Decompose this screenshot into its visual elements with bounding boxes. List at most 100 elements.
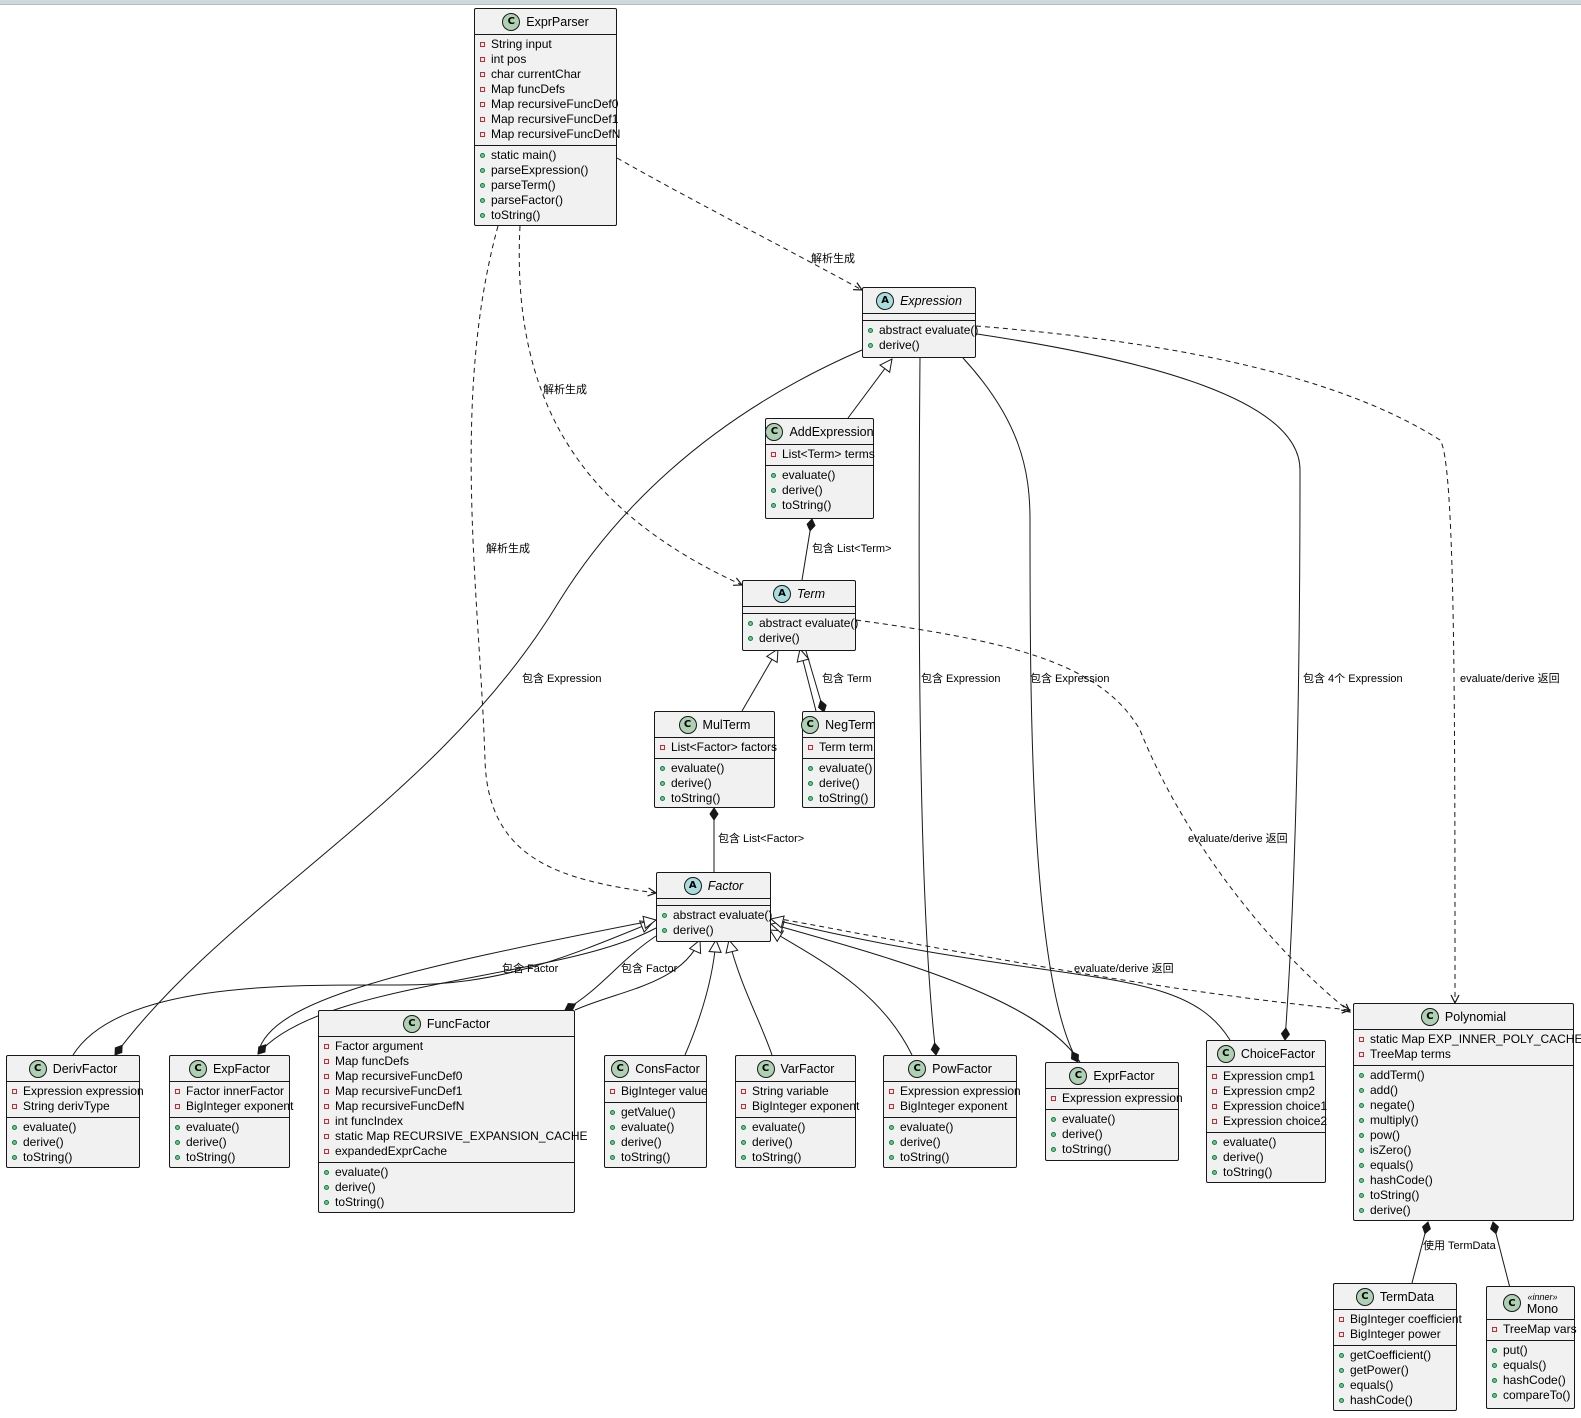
label-term-returns: evaluate/derive 返回	[1188, 833, 1288, 845]
method-text: derive()	[671, 776, 712, 790]
field-row: static Map EXP_INNER_POLY_CACHE	[1359, 1032, 1581, 1047]
private-field-icon	[480, 57, 485, 62]
class-icon: C	[678, 715, 697, 734]
dep-factor-polynomial	[774, 917, 1350, 1010]
class-name: Mono	[1526, 1302, 1559, 1316]
private-field-icon	[480, 102, 485, 107]
field-row: String derivType	[12, 1099, 134, 1114]
method-text: getValue()	[621, 1105, 676, 1119]
class-icon: C	[1069, 1066, 1088, 1085]
method-text: negate()	[1370, 1098, 1415, 1112]
method-row: hashCode()	[1492, 1373, 1569, 1388]
public-method-icon	[324, 1200, 329, 1205]
field-text: int funcIndex	[335, 1114, 404, 1128]
label-pow-contains-expression: 包含 Expression	[921, 673, 1001, 685]
field-row: int funcIndex	[324, 1114, 569, 1129]
method-text: evaluate()	[752, 1120, 806, 1134]
method-row: derive()	[324, 1180, 569, 1195]
public-method-icon	[610, 1155, 615, 1160]
abstract-class-icon: A	[683, 876, 702, 895]
method-row: derive()	[771, 483, 868, 498]
private-field-icon	[12, 1104, 17, 1109]
public-method-icon	[610, 1125, 615, 1130]
private-field-icon	[324, 1149, 329, 1154]
method-text: parseTerm()	[491, 178, 556, 192]
private-field-icon	[1212, 1089, 1217, 1094]
method-row: pow()	[1359, 1128, 1568, 1143]
method-text: derive()	[819, 776, 860, 790]
comp-derivfactor-expression	[114, 349, 863, 1056]
field-row: Map recursiveFuncDef0	[480, 97, 618, 112]
methods-section: getValue()evaluate()derive()toString()	[605, 1102, 706, 1168]
method-row: derive()	[660, 776, 769, 791]
field-row: BigInteger coefficient	[1339, 1312, 1462, 1327]
method-text: evaluate()	[819, 761, 873, 775]
private-field-icon	[175, 1089, 180, 1094]
field-text: Map recursiveFuncDefN	[491, 127, 621, 141]
private-field-icon	[324, 1134, 329, 1139]
method-row: abstract evaluate()	[662, 908, 772, 923]
public-method-icon	[1339, 1383, 1344, 1388]
class-name: Term	[796, 586, 825, 601]
method-row: negate()	[1359, 1098, 1568, 1113]
method-row: derive()	[610, 1135, 701, 1150]
class-icon: C	[801, 715, 820, 734]
method-text: toString()	[335, 1195, 385, 1209]
class-icon: C	[1420, 1007, 1439, 1026]
method-row: hashCode()	[1359, 1173, 1568, 1188]
public-method-icon	[175, 1140, 180, 1145]
methods-section: evaluate()derive()toString()	[736, 1117, 855, 1168]
method-row: equals()	[1492, 1358, 1569, 1373]
field-row: List<Factor> factors	[660, 740, 777, 755]
public-method-icon	[662, 913, 667, 918]
public-method-icon	[1359, 1133, 1364, 1138]
public-method-icon	[1051, 1147, 1056, 1152]
method-row: equals()	[1339, 1378, 1451, 1393]
class-icon: C	[1502, 1294, 1521, 1312]
field-text: Expression cmp2	[1223, 1084, 1316, 1098]
field-row: Map recursiveFuncDef0	[324, 1069, 569, 1084]
method-row: derive()	[741, 1135, 850, 1150]
public-method-icon	[1359, 1193, 1364, 1198]
label-parse-term: 解析生成	[543, 384, 587, 396]
class-icon: C	[611, 1059, 630, 1078]
comp-choicefactor-expression	[976, 333, 1301, 1041]
field-row: BigInteger exponent	[889, 1099, 1011, 1114]
method-text: derive()	[673, 923, 714, 937]
label-uses-termdata: 使用 TermData	[1423, 1240, 1496, 1252]
public-method-icon	[808, 766, 813, 771]
private-field-icon	[889, 1104, 894, 1109]
field-text: static Map EXP_INNER_POLY_CACHE	[1370, 1032, 1581, 1046]
comp-addexpression-term	[801, 518, 816, 581]
method-row: evaluate()	[610, 1120, 701, 1135]
gen-consfactor-factor	[684, 940, 716, 1056]
private-field-icon	[324, 1059, 329, 1064]
fields-section: Expression expression	[1046, 1089, 1183, 1109]
public-method-icon	[868, 343, 873, 348]
method-row: equals()	[1359, 1158, 1568, 1173]
public-method-icon	[1492, 1393, 1497, 1398]
field-row: BigInteger exponent	[741, 1099, 859, 1114]
label-parse-expression: 解析生成	[811, 253, 855, 265]
class-name: FuncFactor	[426, 1016, 491, 1031]
method-text: evaluate()	[671, 761, 725, 775]
method-row: derive()	[868, 338, 970, 353]
field-row: expandedExprCache	[324, 1144, 569, 1159]
method-text: derive()	[879, 338, 920, 352]
fields-section: BigInteger value	[605, 1082, 708, 1102]
method-text: toString()	[752, 1150, 802, 1164]
public-method-icon	[1212, 1155, 1217, 1160]
method-row: toString()	[741, 1150, 850, 1165]
method-text: derive()	[782, 483, 823, 497]
method-text: derive()	[1370, 1203, 1411, 1217]
public-method-icon	[771, 503, 776, 508]
